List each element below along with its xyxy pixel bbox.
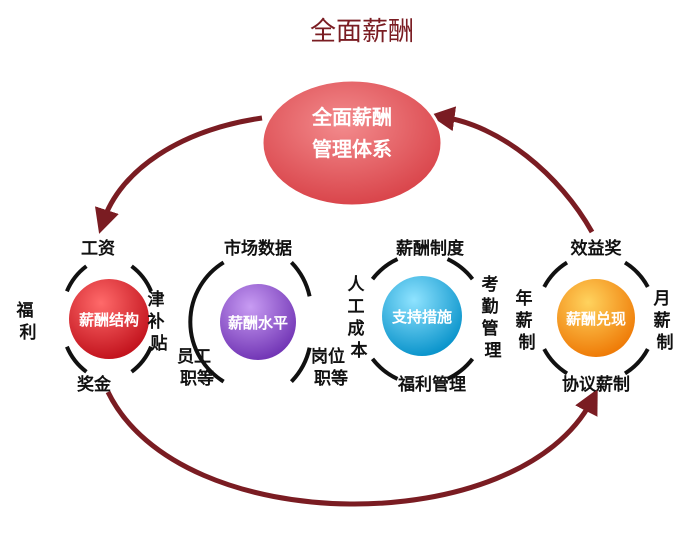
center-line2: 管理体系 xyxy=(312,137,392,161)
ring-arc xyxy=(370,357,399,381)
label-top: 工资 xyxy=(81,238,115,259)
ring-arc xyxy=(289,261,312,297)
label-left: 年 薪 制 xyxy=(516,288,539,353)
arrow-center-to-structure xyxy=(95,115,263,234)
node-ball xyxy=(382,276,462,356)
label-right-c1: 月 xyxy=(653,289,671,309)
label-bottom: 协议薪制 xyxy=(562,374,630,395)
label-top: 市场数据 xyxy=(224,238,292,259)
label-right-c3: 贴 xyxy=(151,333,168,354)
label-right-l1: 岗位 xyxy=(311,346,345,367)
ring-arc xyxy=(130,264,153,293)
node-ball xyxy=(557,279,635,357)
label-left: 人 工 成 本 xyxy=(348,275,371,361)
label-left-c2: 利 xyxy=(20,322,37,343)
ring-arc xyxy=(188,260,225,384)
label-right-c4: 理 xyxy=(485,341,502,361)
ring-arc xyxy=(130,345,153,374)
node-label: 薪酬结构 xyxy=(79,311,139,329)
node-execution: 薪酬兑现 效益奖 协议薪制 年 薪 制 月 薪 制 xyxy=(516,238,677,395)
label-top: 薪酬制度 xyxy=(396,238,465,259)
label-bottom: 福利管理 xyxy=(397,374,466,395)
ring-arc xyxy=(289,347,312,383)
label-top: 效益奖 xyxy=(571,238,623,259)
label-left-c4: 本 xyxy=(351,340,368,361)
ring-arc xyxy=(542,260,569,288)
ring-arc xyxy=(446,257,475,281)
label-left-c1: 人 xyxy=(348,275,366,295)
node-label: 薪酬水平 xyxy=(228,314,288,332)
label-right: 津 补 贴 xyxy=(147,289,171,354)
label-bottom: 奖金 xyxy=(77,374,112,395)
node-level: 薪酬水平 市场数据 员工 职等 岗位 职等 xyxy=(177,238,351,389)
label-left: 福 利 xyxy=(16,300,40,343)
node-label: 薪酬兑现 xyxy=(566,310,626,328)
center-node: 全面薪酬 管理体系 xyxy=(260,78,444,208)
node-ball xyxy=(69,279,149,359)
label-left: 员工 职等 xyxy=(177,347,217,389)
label-left-l2: 职等 xyxy=(180,368,214,389)
label-right-l2: 职等 xyxy=(314,368,348,389)
ring-arc xyxy=(623,348,650,376)
label-right: 月 薪 制 xyxy=(653,289,677,353)
label-left-c2: 薪 xyxy=(516,311,533,331)
label-right: 岗位 职等 xyxy=(311,346,351,389)
ring-arc xyxy=(65,345,88,374)
ring-arc xyxy=(65,264,88,293)
label-right-c3: 管 xyxy=(482,318,499,339)
ring-arc xyxy=(446,357,475,381)
page-title: 全面薪酬 xyxy=(310,17,414,47)
ring-arc xyxy=(542,348,569,376)
label-right-c1: 津 xyxy=(148,289,165,310)
node-ball xyxy=(220,284,296,360)
center-line1: 全面薪酬 xyxy=(311,105,392,129)
label-right-c2: 勤 xyxy=(482,297,499,317)
label-left-c2: 工 xyxy=(348,297,365,317)
label-left-c3: 制 xyxy=(519,332,536,353)
arrow-execution-to-center xyxy=(429,106,595,234)
label-right-c3: 制 xyxy=(657,332,674,353)
label-right: 考 勤 管 理 xyxy=(481,274,505,361)
arrow-structure-to-execution xyxy=(105,388,598,507)
node-structure: 薪酬结构 工资 奖金 福 利 津 补 贴 xyxy=(16,238,171,395)
ring-arc xyxy=(370,257,399,281)
label-right-c2: 补 xyxy=(147,311,165,332)
node-label: 支持措施 xyxy=(391,308,452,326)
node-support: 支持措施 薪酬制度 福利管理 人 工 成 本 考 勤 管 理 xyxy=(348,238,505,395)
label-left-c3: 成 xyxy=(348,318,365,339)
label-left-c1: 年 xyxy=(516,288,533,309)
label-left-l1: 员工 xyxy=(177,347,211,367)
label-right-c1: 考 xyxy=(481,274,499,295)
ring-arc xyxy=(623,260,650,288)
label-right-c2: 薪 xyxy=(654,311,671,331)
label-left-c1: 福 xyxy=(16,300,34,321)
